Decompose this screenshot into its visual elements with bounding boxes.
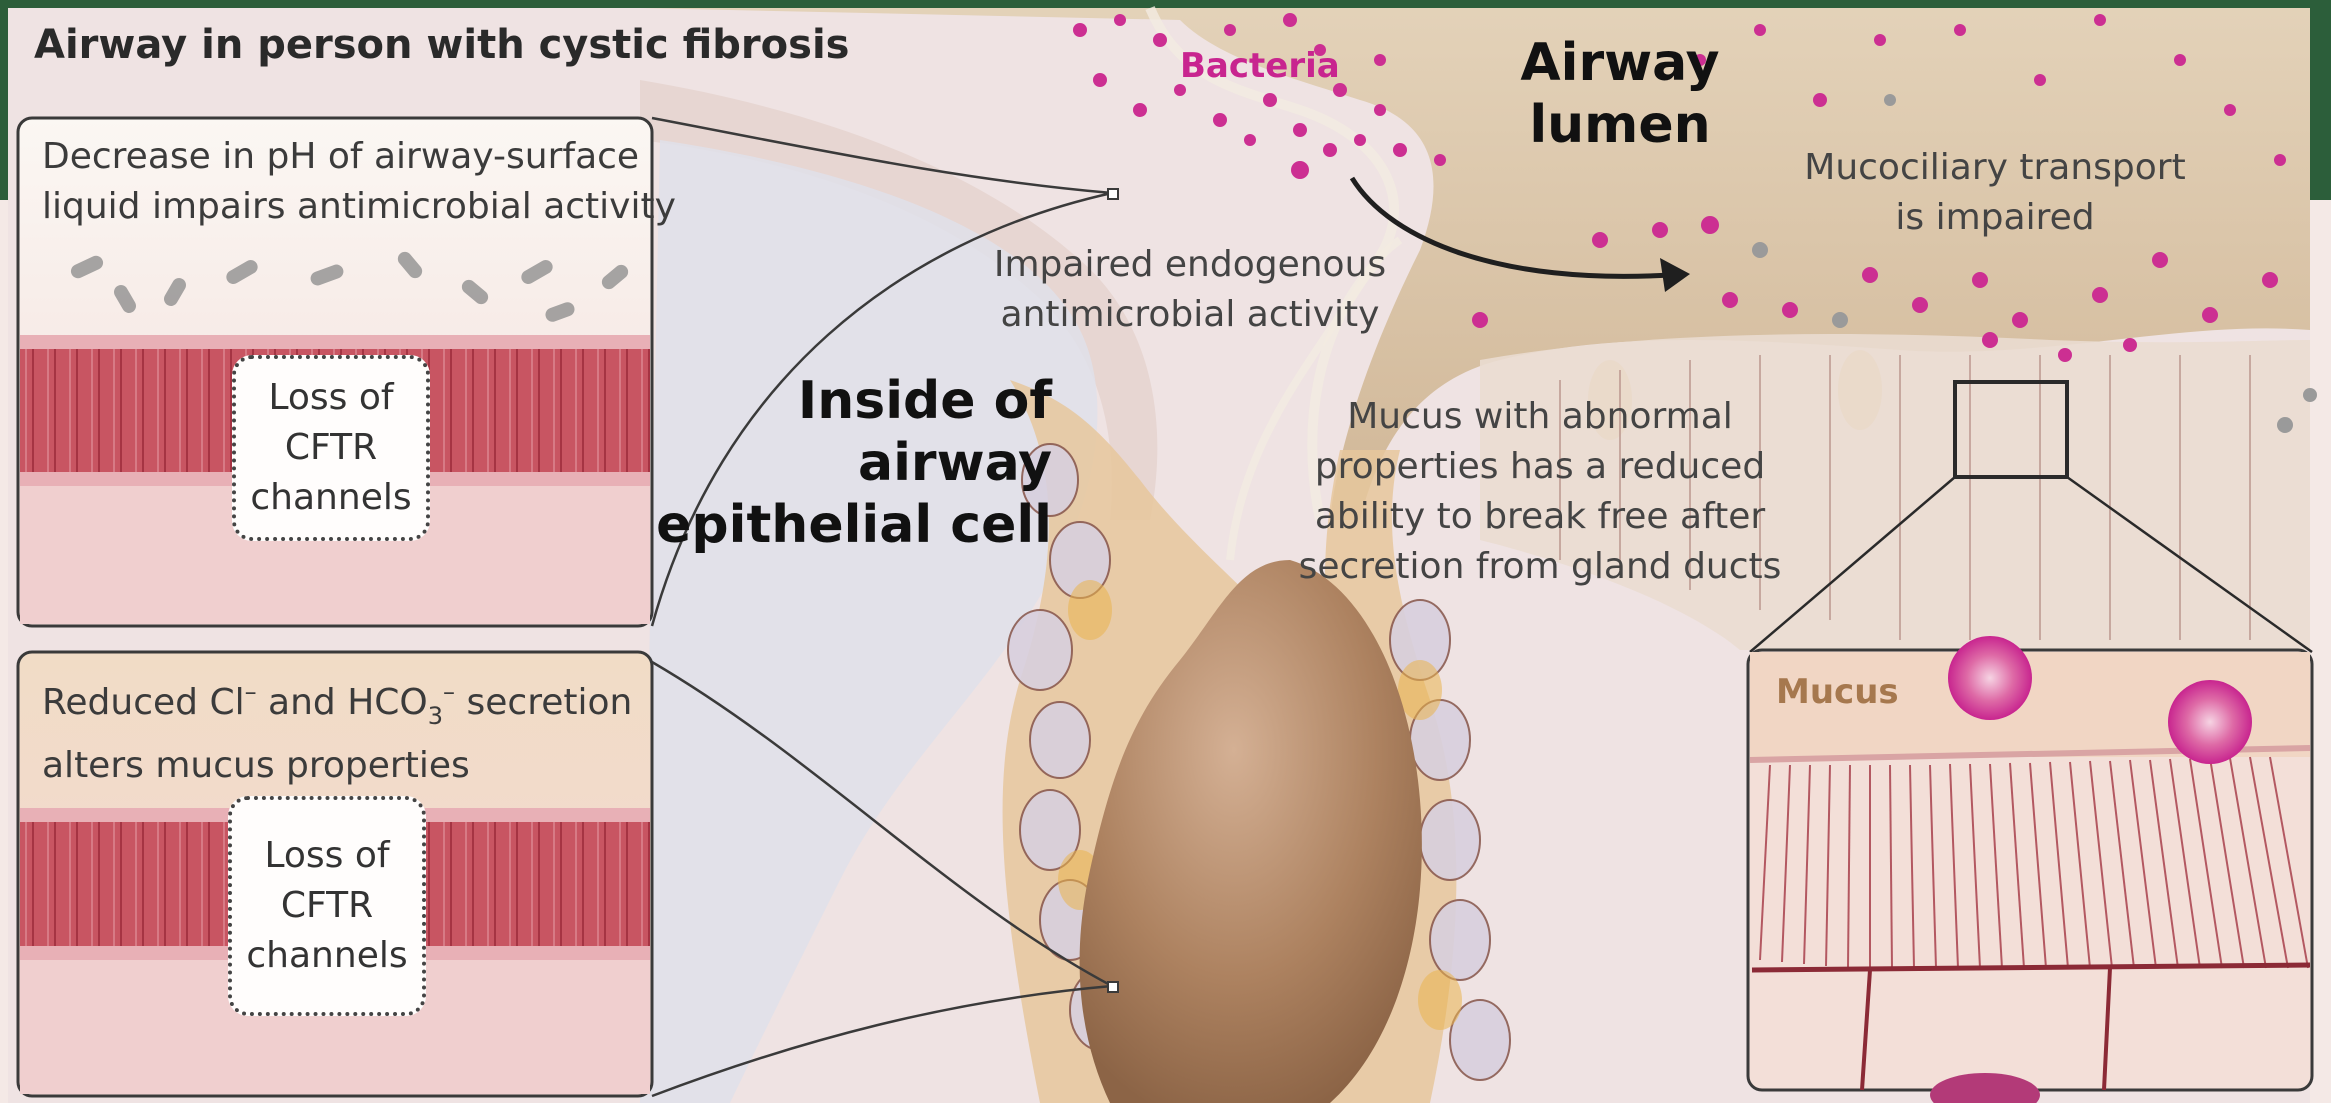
airway-lumen-label: Airway lumen [1520,32,1720,156]
inside-line2: airway [650,432,1052,494]
abnormal-mucus-line3: ability to break free after [1270,492,1810,542]
inside-epithelial-cell-label: Inside of airway epithelial cell [650,370,1052,556]
bacterium-large-2 [2168,680,2252,764]
cftr-box-top-line2: CFTR [236,423,426,473]
mucus-inset-label: Mucus [1776,672,1899,712]
inside-line3: epithelial cell [650,494,1052,556]
panel-top-caption-line1: Decrease in pH of airway-surface [42,132,676,182]
abnormal-mucus-line2: properties has a reduced [1270,442,1810,492]
inside-line1: Inside of [650,370,1052,432]
cftr-loss-box-bottom: Loss of CFTR channels [228,796,426,1016]
panel-bottom-caption-line2: alters mucus properties [42,741,632,791]
mucociliary-label: Mucociliary transport is impaired [1770,143,2220,243]
abnormal-mucus-line4: secretion from gland ducts [1270,542,1810,592]
cftr-box-top-line3: channels [236,473,426,523]
figure-title: Airway in person with cystic fibrosis [34,22,849,68]
frame-left-edge [0,0,8,200]
cftr-box-top-line1: Loss of [236,373,426,423]
mucociliary-line2: is impaired [1770,193,2220,243]
bacteria-label: Bacteria [1180,46,1340,86]
panel-bottom-caption: Reduced Cl– and HCO3– secretion alters m… [42,667,632,791]
bacterium-large-1 [1948,636,2032,720]
abnormal-mucus-label: Mucus with abnormal properties has a red… [1270,392,1810,592]
impaired-antimicrobial-label: Impaired endogenous antimicrobial activi… [965,240,1415,340]
cftr-loss-box-top: Loss of CFTR channels [232,355,430,541]
cftr-box-bottom-line1: Loss of [232,831,422,881]
panel-bottom-caption-line1: Reduced Cl– and HCO3– secretion [42,667,632,741]
impaired-line2: antimicrobial activity [965,290,1415,340]
frame-right-edge [2310,0,2331,200]
impaired-line1: Impaired endogenous [965,240,1415,290]
mucociliary-line1: Mucociliary transport [1770,143,2220,193]
airway-lumen-line2: lumen [1520,94,1720,156]
airway-lumen-line1: Airway [1520,32,1720,94]
cftr-box-bottom-line2: CFTR [232,881,422,931]
cftr-box-bottom-line3: channels [232,931,422,981]
abnormal-mucus-line1: Mucus with abnormal [1270,392,1810,442]
panel-top-caption-line2: liquid impairs antimicrobial activity [42,182,676,232]
frame-top-bar [0,0,2331,8]
panel-top-caption: Decrease in pH of airway-surface liquid … [42,132,676,232]
